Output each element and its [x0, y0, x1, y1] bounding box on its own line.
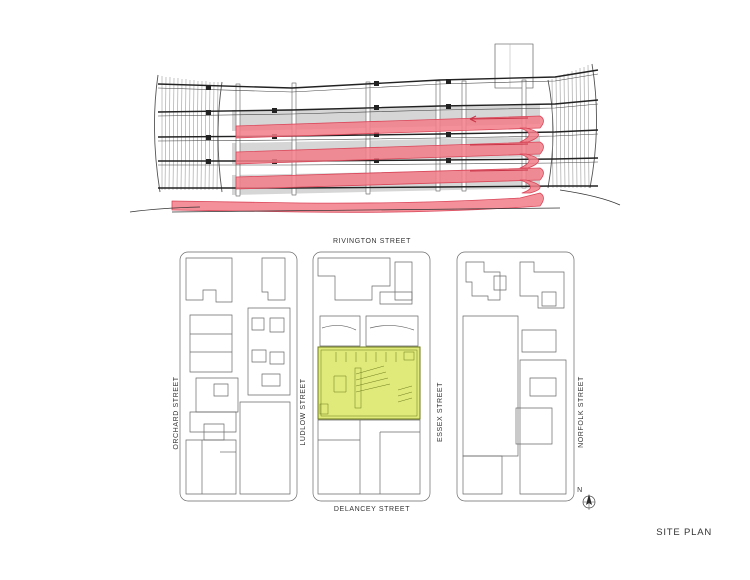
ramp-arrows	[469, 115, 529, 172]
site-plan	[179, 251, 575, 502]
structural-columns	[235, 79, 527, 197]
stair-tower	[494, 43, 534, 89]
street-label-north: RIVINGTON STREET	[333, 238, 411, 245]
street-label-west: ORCHARD STREET	[173, 376, 180, 449]
north-arrow-label: N	[577, 487, 583, 494]
street-label-south: DELANCEY STREET	[334, 506, 410, 513]
east-facade-fins	[547, 63, 597, 189]
block-east	[456, 251, 575, 502]
street-label-middle-west: LUDLOW STREET	[300, 378, 307, 445]
ramp-circulation	[171, 115, 544, 213]
west-facade-fins	[153, 74, 223, 193]
plan-title: SITE PLAN	[656, 527, 712, 538]
block-west	[179, 251, 298, 502]
north-arrow-icon	[582, 494, 596, 510]
garage-site-highlight	[317, 346, 421, 420]
axonometric-garage-section	[129, 43, 621, 213]
ground-line	[129, 189, 621, 213]
street-label-middle-east: ESSEX STREET	[437, 382, 444, 442]
street-label-east: NORFOLK STREET	[578, 376, 585, 448]
block-middle	[312, 251, 431, 502]
